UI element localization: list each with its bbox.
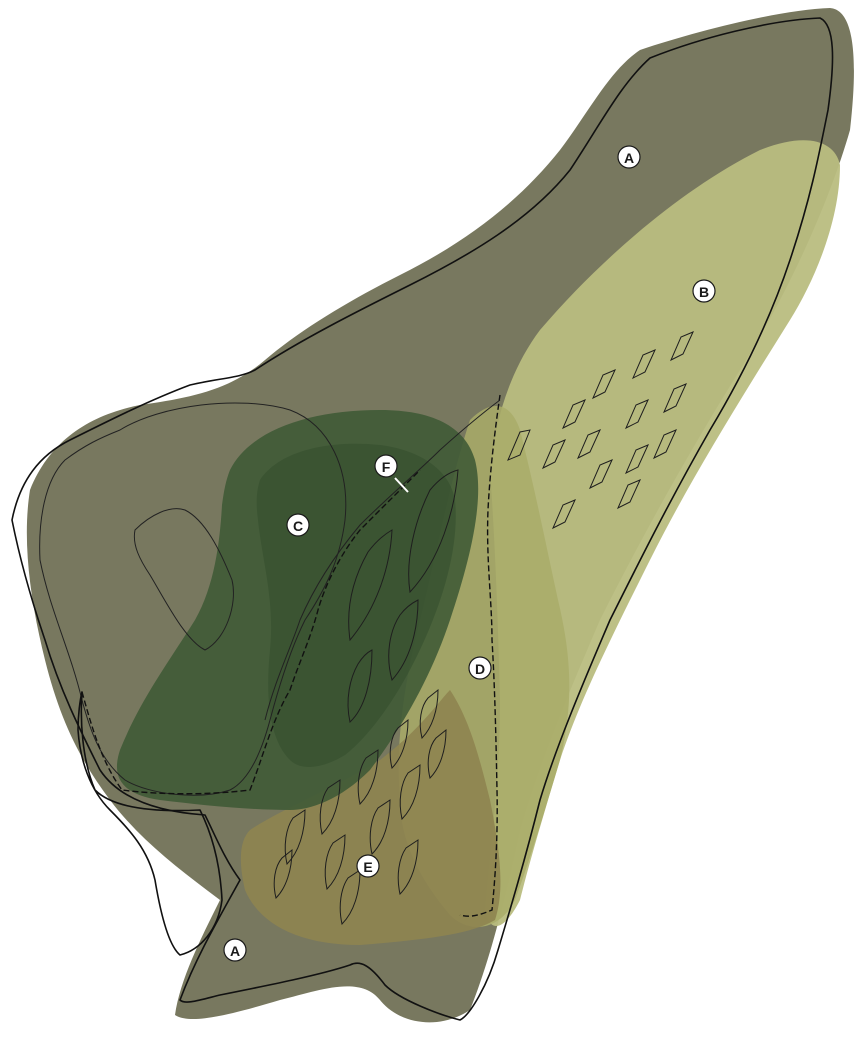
label-f-text: F bbox=[382, 459, 391, 475]
label-e-text: E bbox=[363, 859, 372, 875]
label-a-top-text: A bbox=[624, 150, 634, 166]
label-b-text: B bbox=[699, 284, 709, 300]
label-a-bottom: A bbox=[224, 939, 246, 961]
label-f: F bbox=[375, 455, 397, 477]
label-d: D bbox=[469, 657, 491, 679]
label-c: C bbox=[287, 514, 309, 536]
label-b: B bbox=[693, 280, 715, 302]
label-d-text: D bbox=[475, 661, 485, 677]
label-a-bottom-text: A bbox=[230, 943, 240, 959]
label-c-text: C bbox=[293, 518, 303, 534]
label-e: E bbox=[357, 855, 379, 877]
label-a-top: A bbox=[618, 146, 640, 168]
